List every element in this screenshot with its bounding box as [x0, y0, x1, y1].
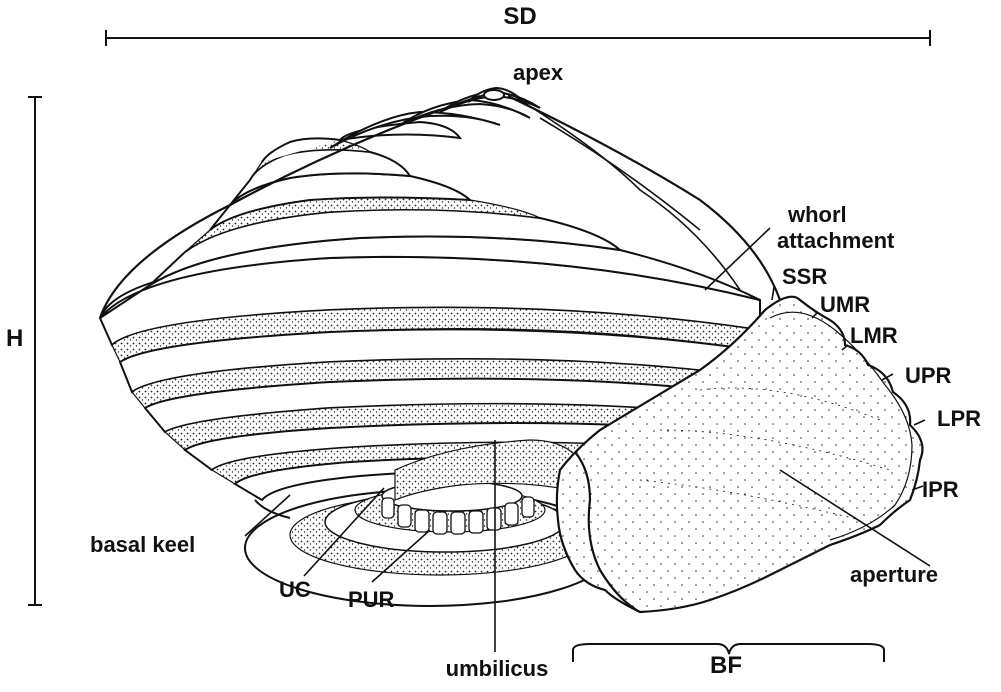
label-sd: SD: [503, 3, 536, 30]
h-measure-bar: [28, 97, 42, 605]
label-aperture: aperture: [850, 562, 938, 587]
label-ssr: SSR: [782, 264, 827, 289]
label-apex: apex: [513, 60, 564, 85]
leader-lpr: [914, 420, 925, 425]
label-upr: UPR: [905, 363, 952, 388]
label-umr: UMR: [820, 292, 870, 317]
label-uc: UC: [279, 577, 311, 602]
apex-tip: [484, 90, 504, 100]
label-h: H: [6, 325, 23, 352]
label-whorl-attachment-line1: whorl: [787, 202, 847, 227]
label-lpr: LPR: [937, 406, 981, 431]
label-pur: PUR: [348, 587, 395, 612]
leader-ssr: [772, 287, 774, 300]
shell-illustration: [100, 88, 922, 612]
label-whorl-attachment-line2: attachment: [777, 228, 895, 253]
label-bf: BF: [710, 652, 742, 679]
label-lmr: LMR: [850, 323, 898, 348]
label-basal-keel: basal keel: [90, 532, 195, 557]
leader-whorl-attachment: [705, 228, 770, 290]
sd-measure-bar: [106, 30, 930, 46]
label-umbilicus: umbilicus: [446, 656, 549, 681]
label-ipr: IPR: [922, 477, 959, 502]
